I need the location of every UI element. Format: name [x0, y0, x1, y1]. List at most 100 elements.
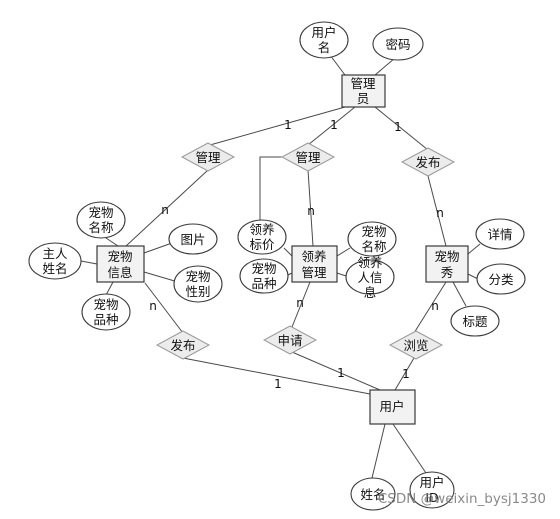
card-c2: 1 — [330, 118, 338, 132]
attr-adopt-petname-1: 宠物 — [361, 224, 386, 239]
entity-adopt-box — [291, 245, 338, 283]
entity-pet-label-2: 信息 — [107, 265, 132, 280]
rel-browse: 浏览 — [388, 330, 444, 360]
line-apply-user — [291, 351, 381, 391]
line-user-id — [392, 423, 429, 477]
rel-manage1-label: 管理 — [195, 150, 221, 165]
line-pet-publish — [144, 282, 184, 334]
card-c4: 1 — [274, 377, 282, 391]
attr-pet-owner-2: 姓名 — [42, 261, 67, 276]
line-show-category — [467, 273, 479, 280]
line-user-name — [371, 423, 386, 479]
rel-publish-show: 发布 — [400, 147, 456, 177]
card-c5: 1 — [337, 366, 345, 380]
attr-pet-breed: 宠物 品种 — [81, 293, 131, 331]
attr-pet-owner: 主人 姓名 — [28, 242, 82, 280]
attr-pet-owner-1: 主人 — [42, 246, 68, 261]
attr-show-title-label: 标题 — [462, 314, 488, 329]
attr-pet-breed-1: 宠物 — [93, 297, 118, 312]
attr-show-detail: 详情 — [475, 218, 525, 250]
attr-pet-name-2: 名称 — [88, 220, 113, 235]
entity-admin-label-2: 员 — [357, 91, 370, 106]
attr-adopt-breed-2: 品种 — [251, 276, 276, 291]
line-admin-manage2 — [307, 106, 356, 146]
rel-publish-show-label: 发布 — [415, 155, 440, 170]
attr-adopt-person-2: 人信 — [357, 270, 382, 285]
attr-user-id-2: ID — [425, 490, 438, 505]
card-c1: 1 — [284, 118, 292, 132]
entity-show-label-2: 秀 — [441, 265, 454, 280]
attr-adopt-person: 领养 人信 息 — [345, 255, 395, 300]
attr-pet-gender-1: 宠物 — [185, 269, 210, 284]
attr-user-id: 用户 ID — [409, 471, 455, 509]
attr-pet-name: 宠物 名称 — [76, 201, 126, 239]
rel-manage2: 管理 — [280, 142, 336, 172]
line-manage2-price — [259, 156, 286, 228]
entity-user-label: 用户 — [379, 399, 404, 414]
rel-apply: 申请 — [262, 325, 318, 355]
attr-pet-image-label: 图片 — [180, 232, 205, 247]
entity-pet: 宠物 信息 — [96, 245, 145, 283]
attr-show-title: 标题 — [450, 305, 500, 337]
attr-user-name: 姓名 — [350, 477, 396, 511]
line-adopt-apply — [291, 281, 311, 328]
entity-admin-label-1: 管理 — [350, 76, 376, 91]
card-n1: n — [161, 203, 169, 217]
attr-adopt-person-1: 领养 — [357, 255, 382, 270]
attr-admin-username-2: 名 — [318, 40, 331, 55]
rel-apply-label: 申请 — [277, 333, 302, 348]
attr-pet-gender-2: 性别 — [185, 284, 210, 299]
line-show-detail — [467, 243, 481, 255]
entity-pet-box — [96, 245, 145, 283]
rel-browse-label: 浏览 — [403, 338, 428, 353]
entity-adopt: 领养 管理 — [291, 245, 338, 283]
attr-pet-image: 图片 — [168, 223, 218, 255]
line-show-title — [452, 281, 467, 307]
line-adopt-petname — [336, 247, 351, 257]
line-publish-user — [182, 357, 371, 395]
line-manage1-pet — [125, 169, 209, 247]
line-pet-owner — [80, 260, 98, 265]
attr-adopt-person-3: 息 — [364, 285, 377, 300]
card-n4: n — [149, 299, 157, 313]
line-adopt-price — [283, 247, 293, 257]
line-admin-username — [329, 54, 346, 76]
card-c6: 1 — [402, 367, 410, 381]
attr-pet-name-1: 宠物 — [88, 205, 113, 220]
entity-admin-box — [341, 74, 386, 108]
entity-adopt-label-1: 领养 — [301, 249, 326, 264]
line-browse-user — [394, 357, 415, 391]
line-manage2-adopt — [307, 169, 314, 247]
entity-show-label-1: 宠物 — [434, 249, 459, 264]
line-admin-manage1 — [209, 106, 346, 146]
attr-user-name-label: 姓名 — [360, 487, 385, 502]
watermark: CSDN @weixin_bysj1330 — [378, 491, 546, 507]
attr-pet-breed-2: 品种 — [93, 312, 118, 327]
attr-adopt-petname: 宠物 名称 — [347, 221, 397, 257]
entity-admin: 管理 员 — [341, 74, 386, 108]
line-pet-gender — [143, 271, 179, 283]
rel-publish-pet-label: 发布 — [170, 338, 195, 353]
line-show-browse — [413, 281, 447, 334]
line-admin-password — [374, 57, 396, 76]
attr-show-detail-label: 详情 — [487, 227, 512, 242]
entity-show-box — [425, 245, 469, 283]
entity-adopt-label-2: 管理 — [301, 265, 327, 280]
card-n6: n — [431, 299, 439, 313]
line-pet-image — [143, 242, 173, 254]
attr-adopt-breed-1: 宠物 — [251, 261, 276, 276]
attr-adopt-breed: 宠物 品种 — [239, 258, 289, 294]
rel-manage2-label: 管理 — [295, 150, 321, 165]
line-admin-publish — [374, 106, 429, 151]
entity-pet-label-1: 宠物 — [107, 249, 132, 264]
entity-show: 宠物 秀 — [425, 245, 469, 283]
attr-user-id-1: 用户 — [419, 475, 444, 490]
attr-adopt-price-1: 领养 — [249, 222, 274, 237]
card-c3: 1 — [394, 120, 402, 134]
attr-admin-username-1: 用户 — [311, 25, 336, 40]
attr-admin-username: 用户 名 — [299, 21, 349, 59]
attr-adopt-price-2: 标价 — [249, 237, 275, 252]
attr-admin-password-label: 密码 — [385, 37, 410, 52]
line-publish-show — [427, 175, 447, 247]
